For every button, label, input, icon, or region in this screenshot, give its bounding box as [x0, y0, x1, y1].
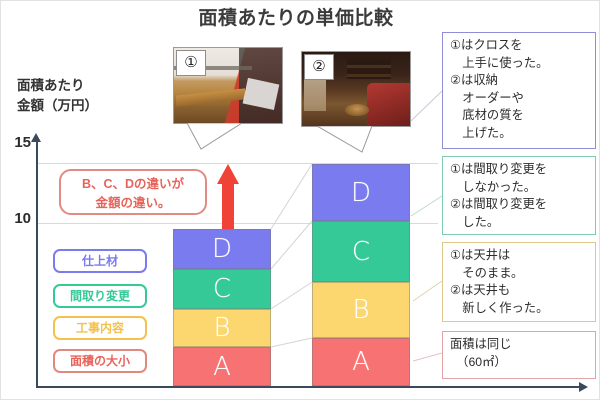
- photo-1-detail-beam: [174, 66, 252, 70]
- bar-segment-a-2: A: [312, 338, 410, 386]
- photo-2-detail-sofa: [366, 83, 410, 126]
- photo-1-callout-tail: [187, 123, 243, 150]
- photo-2-callout-tail: [317, 126, 373, 153]
- photo-2-detail-table: [345, 103, 369, 116]
- y-tick-10: 10: [14, 210, 31, 227]
- y-tick-15: 15: [14, 134, 31, 151]
- y-axis-line: [36, 141, 38, 387]
- arrow-shaft: [222, 182, 234, 232]
- x-axis-arrow-icon: [579, 382, 588, 392]
- note-ceiling: ①は天井は そのまま。 ②は天井も 新しく作った。: [442, 242, 596, 322]
- photo-badge-1: ①: [176, 50, 206, 76]
- legend-item-finishing[interactable]: 仕上材: [53, 249, 147, 273]
- note-finishing: ①はクロスを 上手に使った。 ②は収納 オーダーや 底材の質を 上げた。: [442, 32, 596, 149]
- note-area-same: 面積は同じ （60㎡）: [442, 331, 596, 379]
- legend-item-area-size[interactable]: 面積の大小: [53, 349, 147, 373]
- photo-thumbnail-1: ①: [173, 47, 283, 124]
- bar-segment-d-1: D: [173, 229, 271, 269]
- legend-item-layout-change[interactable]: 間取り変更: [53, 284, 147, 308]
- y-axis-arrow-icon: [31, 133, 41, 142]
- y-axis-label: 面積あたり 金額（万円）: [17, 78, 98, 113]
- photo-thumbnail-2: ②: [301, 51, 411, 127]
- bar-segment-b-1: B: [173, 309, 271, 347]
- page-title: 面積あたりの単価比較: [198, 8, 394, 29]
- bar-segment-b-2: B: [312, 282, 410, 338]
- photo-2-detail-shelf: [347, 59, 391, 79]
- arrow-head: [217, 164, 239, 184]
- note-layout-change: ①は間取り変更を しなかった。 ②は間取り変更を した。: [442, 156, 596, 235]
- bar-segment-a-1: A: [173, 347, 271, 386]
- legend-item-construction[interactable]: 工事内容: [53, 316, 147, 340]
- red-up-arrow-icon: [217, 164, 239, 232]
- bar-segment-d-2: D: [312, 164, 410, 221]
- photo-1-image: [174, 48, 282, 123]
- bar-segment-c-1: C: [173, 269, 271, 309]
- photo-1-detail-table: [176, 87, 246, 106]
- callout-price-difference: B、C、Dの違いが 金額の違い。: [59, 169, 207, 215]
- gridline-10: [38, 223, 438, 224]
- photo-badge-2: ②: [304, 54, 334, 80]
- bar-segment-c-2: C: [312, 221, 410, 282]
- gridline-15: [38, 163, 438, 164]
- x-axis-line: [36, 386, 581, 388]
